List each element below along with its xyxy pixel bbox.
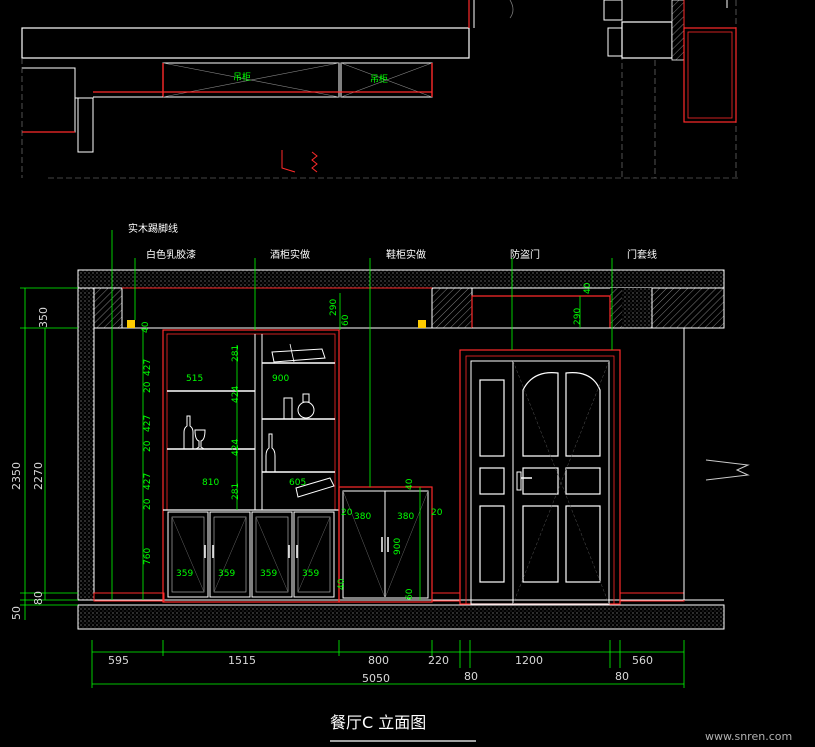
dim-text: 810 [202,478,219,488]
floor-slab [77,592,725,630]
dim-text: 20 [143,381,153,393]
light-icon [418,320,426,328]
plan-fragment [21,0,738,179]
callout-shoe-cabinet: 鞋柜实做 [386,248,426,261]
light-icon [127,320,135,328]
dim-text: 281 [231,345,241,362]
shoe-cabinet [338,486,433,603]
dim-text: 427 [143,359,153,376]
dim-1200: 1200 [515,654,543,667]
dim-text: 605 [289,478,306,488]
dim-text: 290 [329,299,339,316]
dim-text: 60 [341,314,351,326]
dim-text: 359 [176,569,193,579]
dim-text: 359 [218,569,235,579]
dim-2270: 2270 [32,462,45,490]
dim-text: 359 [302,569,319,579]
dim-595: 595 [108,654,129,667]
dim-80-right: 80 [615,670,629,683]
drawing-title: 餐厅C 立面图 [330,713,426,732]
watermark: www.snren.com [705,730,792,743]
dim-total: 5050 [362,672,390,685]
dim-80-left: 80 [464,670,478,683]
dim-text: 900 [393,538,403,555]
dim-80: 80 [32,591,45,605]
dim-text: 760 [143,548,153,565]
dimension-lines [20,230,685,688]
dim-560: 560 [632,654,653,667]
dim-text: 515 [186,374,203,384]
dim-800: 800 [368,654,389,667]
dim-1515: 1515 [228,654,256,667]
dim-text: 900 [272,374,289,384]
dim-text: 380 [397,512,414,522]
callout-security-door: 防盗门 [510,248,540,261]
dim-text: 290 [573,308,583,325]
wine-cabinet [162,329,340,603]
callout-baseboard: 实木踢脚线 [128,222,178,235]
dim-text: 424 [231,439,241,456]
dim-text: 20 [341,508,353,518]
dim-text: 60 [405,588,415,600]
dim-text: 40 [405,478,415,490]
dim-text: 424 [231,386,241,403]
dim-2350: 2350 [10,462,23,490]
dim-50: 50 [10,606,23,620]
dim-220: 220 [428,654,449,667]
dim-text: 40 [583,282,593,294]
dim-text: 20 [143,498,153,510]
callout-wine-cabinet: 酒柜实做 [270,248,310,261]
dim-text: 359 [260,569,277,579]
dim-text: 40 [337,578,347,590]
security-door [459,349,621,605]
dim-text: 20 [143,440,153,452]
dim-text: 20 [431,508,443,518]
dim-text: 281 [231,483,241,500]
inner-dimensions: 40 290 60 290 40 427 281 515 900 20 427 … [141,282,593,600]
dim-text: 427 [143,415,153,432]
plan-label-1: 吊柜 [233,71,251,83]
callout-paint: 白色乳胶漆 [146,248,196,261]
plan-label-2: 吊柜 [370,73,388,85]
dim-text: 40 [141,321,151,333]
dim-350: 350 [37,307,50,328]
dim-text: 427 [143,473,153,490]
dim-text: 380 [354,512,371,522]
ceiling-slab [77,269,725,601]
break-line [705,459,750,481]
callout-door-trim: 门套线 [627,248,657,261]
